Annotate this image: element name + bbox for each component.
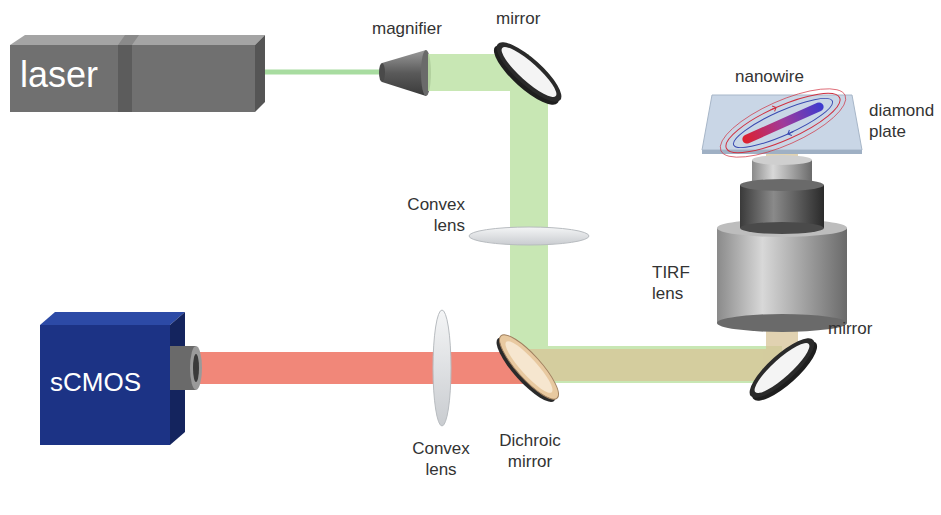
- emission-beam: [198, 352, 529, 384]
- diamond-plate-edge: [702, 150, 862, 154]
- laser-housing: [10, 35, 265, 112]
- lens-label: Convex lens: [385, 194, 465, 237]
- device-label: laser: [20, 55, 98, 95]
- convex-lens-lower: [433, 310, 451, 426]
- dichroic-mirror: [489, 328, 566, 409]
- tirf-objective: [717, 155, 847, 332]
- camera-box: sCMOS: [50, 368, 141, 397]
- beam-expander: [379, 50, 431, 96]
- dichroic-label: Dichroic mirror: [488, 430, 572, 473]
- mirror-label: mirror: [828, 318, 872, 339]
- mirror-label: mirror: [496, 8, 540, 29]
- convex-lens-middle: [469, 227, 589, 245]
- mirror-lower: [742, 330, 824, 409]
- magnifier-label: magnifier: [372, 18, 442, 39]
- mirror-top: [486, 34, 568, 113]
- camera-body: [40, 312, 202, 445]
- laser-beam: [265, 70, 384, 75]
- objective-label: TIRF lens: [652, 262, 702, 305]
- nanowire-field: [712, 75, 854, 171]
- laser-box: laser: [20, 55, 98, 95]
- lens-label: Convex lens: [405, 438, 477, 481]
- device-label: sCMOS: [50, 368, 141, 397]
- plate-label: diamond plate: [869, 100, 937, 143]
- nanowire-label: nanowire: [735, 66, 804, 87]
